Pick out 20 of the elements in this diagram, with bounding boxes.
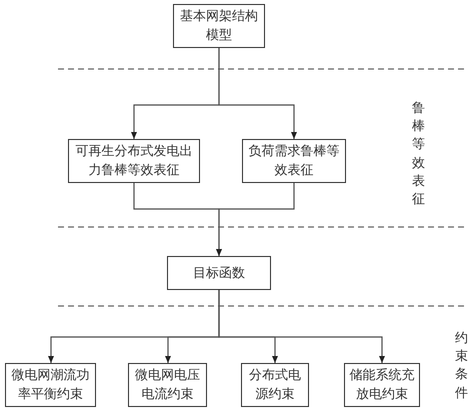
section-label: 约束条件 <box>455 330 468 403</box>
process-box <box>128 363 207 407</box>
process-box <box>68 139 200 183</box>
box-text: 可再生分布式发电出力鲁棒等效表征 <box>74 143 194 180</box>
arrow <box>218 48 297 139</box>
box-text: 储能系统充放电约束 <box>349 367 415 404</box>
box-text: 微电网电压电流约束 <box>134 367 201 404</box>
process-box <box>241 363 309 407</box>
process-box <box>167 256 271 290</box>
box-text: 分布式电源约束 <box>248 367 302 404</box>
box-text: 目标函数 <box>193 264 245 282</box>
box-text: 微电网潮流功率平衡约束 <box>10 367 90 404</box>
process-box <box>173 4 265 48</box>
section-label: 鲁棒等效表征 <box>412 100 425 209</box>
process-box <box>242 139 346 183</box>
arrow <box>218 290 385 363</box>
arrow <box>216 183 295 256</box>
box-text: 负荷需求鲁棒等效表征 <box>248 143 340 180</box>
box-text: 基本网架结构模型 <box>179 8 259 45</box>
process-box <box>5 363 96 407</box>
